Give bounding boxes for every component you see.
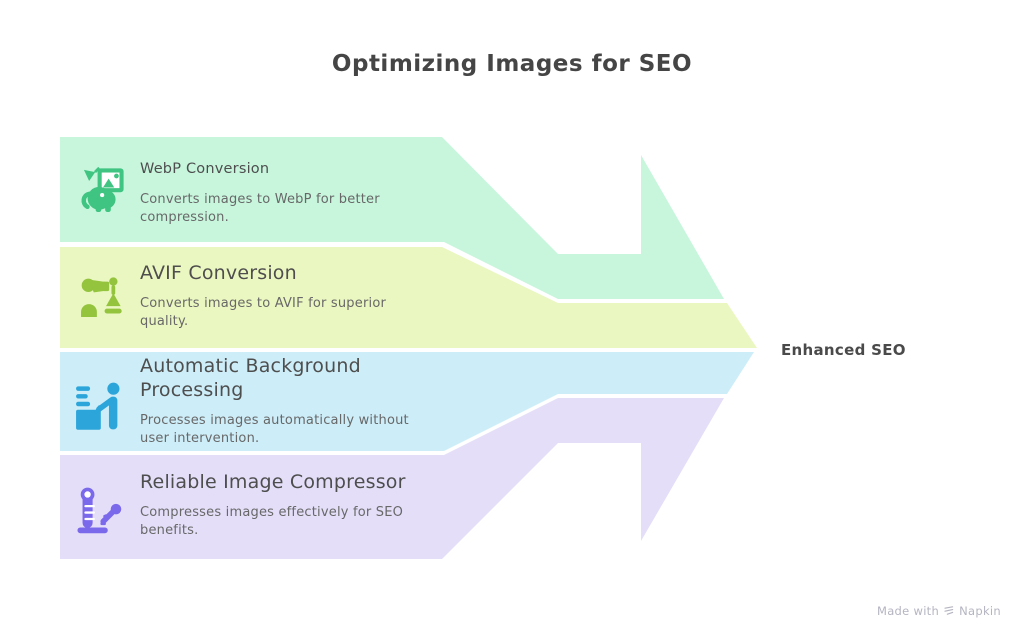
watermark-brand: Napkin — [959, 604, 1001, 618]
gauge-brush-icon — [72, 483, 127, 542]
band-description: Converts images to WebP for better compr… — [140, 192, 380, 225]
ribbon-band-background — [60, 352, 754, 451]
robot-arm-piece-icon — [75, 272, 125, 326]
band-description: Compresses images effectively for SEO be… — [140, 505, 404, 538]
band-webp-conversion: WebP Conversion Converts images to WebP … — [140, 160, 422, 226]
band-avif-conversion: AVIF Conversion Converts images to AVIF … — [140, 261, 422, 330]
band-description: Converts images to AVIF for superior qua… — [140, 296, 387, 329]
band-heading: WebP Conversion — [140, 161, 270, 177]
ribbon-band-compressor — [60, 398, 724, 559]
band-heading: AVIF Conversion — [140, 262, 297, 284]
watermark: Made with Napkin — [877, 604, 1001, 618]
diagram-title: Optimizing Images for SEO — [331, 51, 693, 77]
ribbon-band-avif — [60, 247, 757, 348]
band-heading: Automatic Background Processing — [140, 355, 361, 401]
elephant-image-pen-icon — [77, 163, 129, 219]
band-reliable-image-compressor: Reliable Image Compressor Compresses ima… — [140, 470, 422, 539]
watermark-prefix: Made with — [876, 604, 940, 618]
person-desk-icon — [70, 378, 126, 438]
band-automatic-background-processing: Automatic Background Processing Processe… — [140, 354, 440, 447]
result-label: Enhanced SEO — [781, 341, 906, 359]
ribbon-band-webp — [60, 137, 724, 299]
napkin-scribble-icon — [943, 605, 955, 617]
band-description: Processes images automatically without u… — [140, 413, 409, 446]
band-heading: Reliable Image Compressor — [140, 471, 406, 493]
